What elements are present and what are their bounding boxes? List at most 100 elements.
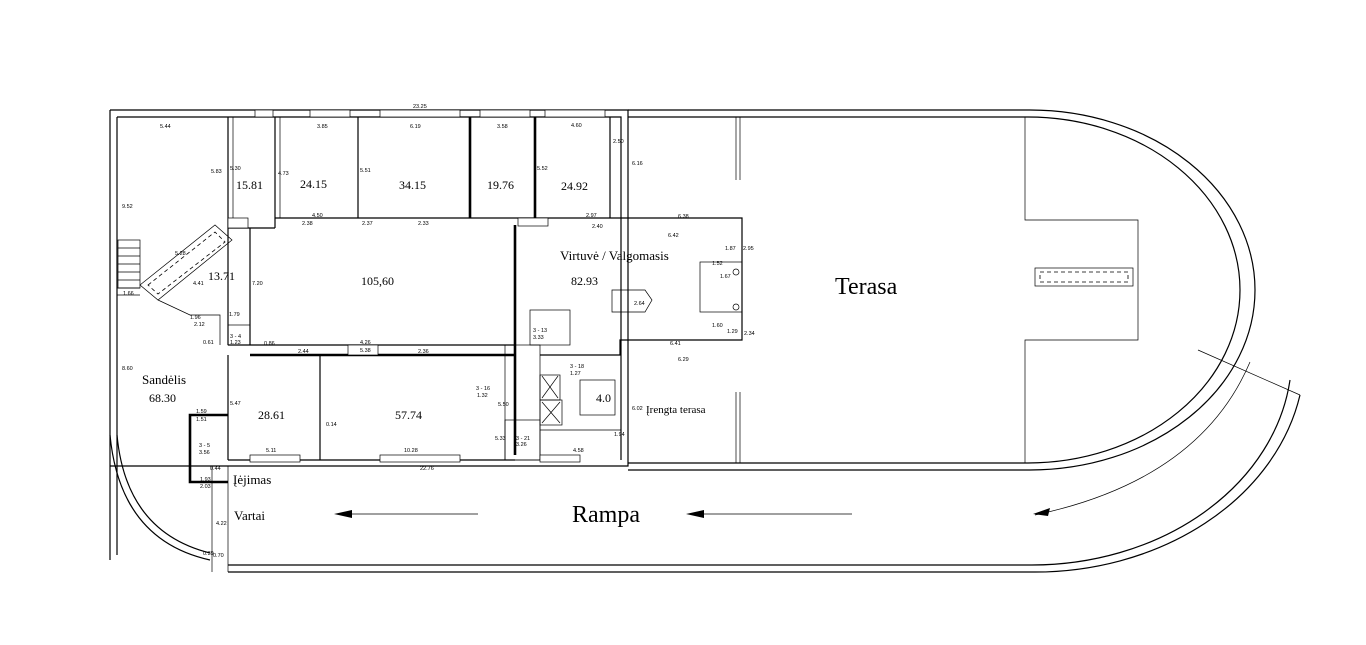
dimension-label: 2.37 — [362, 221, 373, 227]
label-virtuve: Virtuvė / Valgomasis — [560, 248, 669, 263]
kitchen-walls — [513, 217, 743, 455]
dimension-label: 1.51 — [196, 417, 207, 423]
dimension-label: 4.50 — [312, 213, 323, 219]
area-2415: 24.15 — [300, 177, 327, 191]
area-3415: 34.15 — [399, 178, 426, 192]
label-iejimas: Įėjimas — [233, 472, 271, 487]
dimension-label: 0.86 — [264, 341, 275, 347]
dimension-label: 5.28 — [175, 251, 186, 257]
upper-rooms — [227, 117, 628, 229]
label-vartai: Vartai — [234, 508, 265, 523]
dimension-label: 3.58 — [497, 124, 508, 130]
dimension-label: 4.60 — [571, 123, 582, 129]
dimension-label: 2.03 — [200, 484, 211, 490]
bathroom-walls — [504, 309, 621, 461]
label-terasa: Terasa — [835, 274, 898, 300]
area-40: 4.0 — [596, 391, 611, 405]
terasa-outline — [628, 109, 1256, 471]
dimension-label: 2.12 — [194, 322, 205, 328]
dimension-label: 0.44 — [210, 466, 221, 472]
dimensions: 23.25 5.44 9.52 5.83 5.30 3.85 6.19 3.58… — [122, 104, 755, 559]
dimension-label: 2.97 — [586, 213, 597, 219]
entrance-walls — [188, 324, 251, 484]
dimension-label: 10.28 — [404, 448, 418, 454]
dimension-label: 1.67 — [720, 274, 731, 280]
dimension-label: 0.61 — [203, 340, 214, 346]
dimension-label: 6.19 — [410, 124, 421, 130]
dimension-label: 0.39 — [203, 551, 214, 557]
dimension-label: 5.30 — [230, 166, 241, 172]
dimension-label: 8.60 — [122, 366, 133, 372]
area-5774: 57.74 — [395, 408, 422, 422]
dimension-label: 1.29 — [727, 329, 738, 335]
dimension-label: 1.60 — [712, 323, 723, 329]
dimension-label: 2.34 — [744, 331, 755, 337]
dimension-label: 0.14 — [326, 422, 337, 428]
dimension-label: 5.52 — [537, 166, 548, 172]
rampa-outline — [211, 349, 1301, 573]
room-tag-area: 3.33 — [533, 335, 544, 341]
label-irengta-terasa: Įrengta terasa — [646, 404, 706, 416]
label-rampa: Rampa — [572, 502, 640, 528]
dimension-label: 5.33 — [495, 436, 506, 442]
area-1371: 13.71 — [208, 269, 235, 283]
dimension-label: 3.85 — [317, 124, 328, 130]
dimension-label: 2.36 — [418, 349, 429, 355]
dimension-label: 1.59 — [196, 409, 207, 415]
dimension-label: 1.52 — [712, 261, 723, 267]
room-tag: 3 - 16 — [476, 386, 490, 392]
dimension-label: 6.41 — [670, 341, 681, 347]
dimension-label: 2.40 — [592, 224, 603, 230]
dimension-label: 5.38 — [360, 348, 371, 354]
dimension-label: 9.52 — [122, 204, 133, 210]
room-tag: 3 - 13 — [533, 328, 547, 334]
dimension-label: 6.29 — [678, 357, 689, 363]
room-tag-area: 1.27 — [570, 371, 581, 377]
area-2861: 28.61 — [258, 408, 285, 422]
dimension-label: 1.66 — [123, 291, 134, 297]
dimension-label: 5.83 — [211, 169, 222, 175]
room-tag-area: 1.23 — [230, 340, 241, 346]
dimension-label: 4.41 — [193, 281, 204, 287]
dimension-label: 22.76 — [420, 466, 434, 472]
dimension-label: 1.96 — [190, 315, 201, 321]
dimension-label: 2.64 — [634, 301, 645, 307]
dimension-label: 23.25 — [413, 104, 427, 110]
dimension-label: 1.93 — [200, 477, 211, 483]
room-tag: 3 - 4 — [230, 334, 241, 340]
room-tag-area: 3.26 — [516, 442, 527, 448]
stairs — [117, 224, 233, 345]
dimension-label: 6.16 — [632, 161, 643, 167]
dimension-label: 2.95 — [743, 246, 754, 252]
dimension-label: 5.47 — [230, 401, 241, 407]
area-6830: 68.30 — [149, 391, 176, 405]
dimension-label: 1.94 — [614, 432, 625, 438]
area-1581: 15.81 — [236, 178, 263, 192]
area-2492: 24.92 — [561, 179, 588, 193]
dimension-label: 2.44 — [298, 349, 309, 355]
area-1976: 19.76 — [487, 178, 514, 192]
windows — [227, 109, 606, 463]
dimension-label: 5.50 — [498, 402, 509, 408]
area-8293: 82.93 — [571, 274, 598, 288]
room-tag: 3 - 5 — [199, 443, 210, 449]
room-tag-area: 1.32 — [477, 393, 488, 399]
dimension-label: 6.02 — [632, 406, 643, 412]
dimension-label: 2.50 — [613, 139, 624, 145]
dimension-label: 1.79 — [229, 312, 240, 318]
dimension-label: 1.87 — [725, 246, 736, 252]
dimension-label: 6.42 — [668, 233, 679, 239]
room-tag: 3 - 21 — [516, 436, 530, 442]
dimension-label: 4.22 — [216, 521, 227, 527]
label-sandelis: Sandėlis — [142, 372, 186, 387]
dimension-label: 4.73 — [278, 171, 289, 177]
dimension-label: 2.33 — [418, 221, 429, 227]
dimension-label: 2.38 — [302, 221, 313, 227]
room-tag: 3 - 18 — [570, 364, 584, 370]
dimension-label: 7.20 — [252, 281, 263, 287]
ramp-arrows — [334, 508, 1050, 518]
outer-walls — [109, 109, 629, 561]
dimension-label: 4.26 — [360, 340, 371, 346]
dimension-label: 5.44 — [160, 124, 171, 130]
room-tag-area: 3.56 — [199, 450, 210, 456]
